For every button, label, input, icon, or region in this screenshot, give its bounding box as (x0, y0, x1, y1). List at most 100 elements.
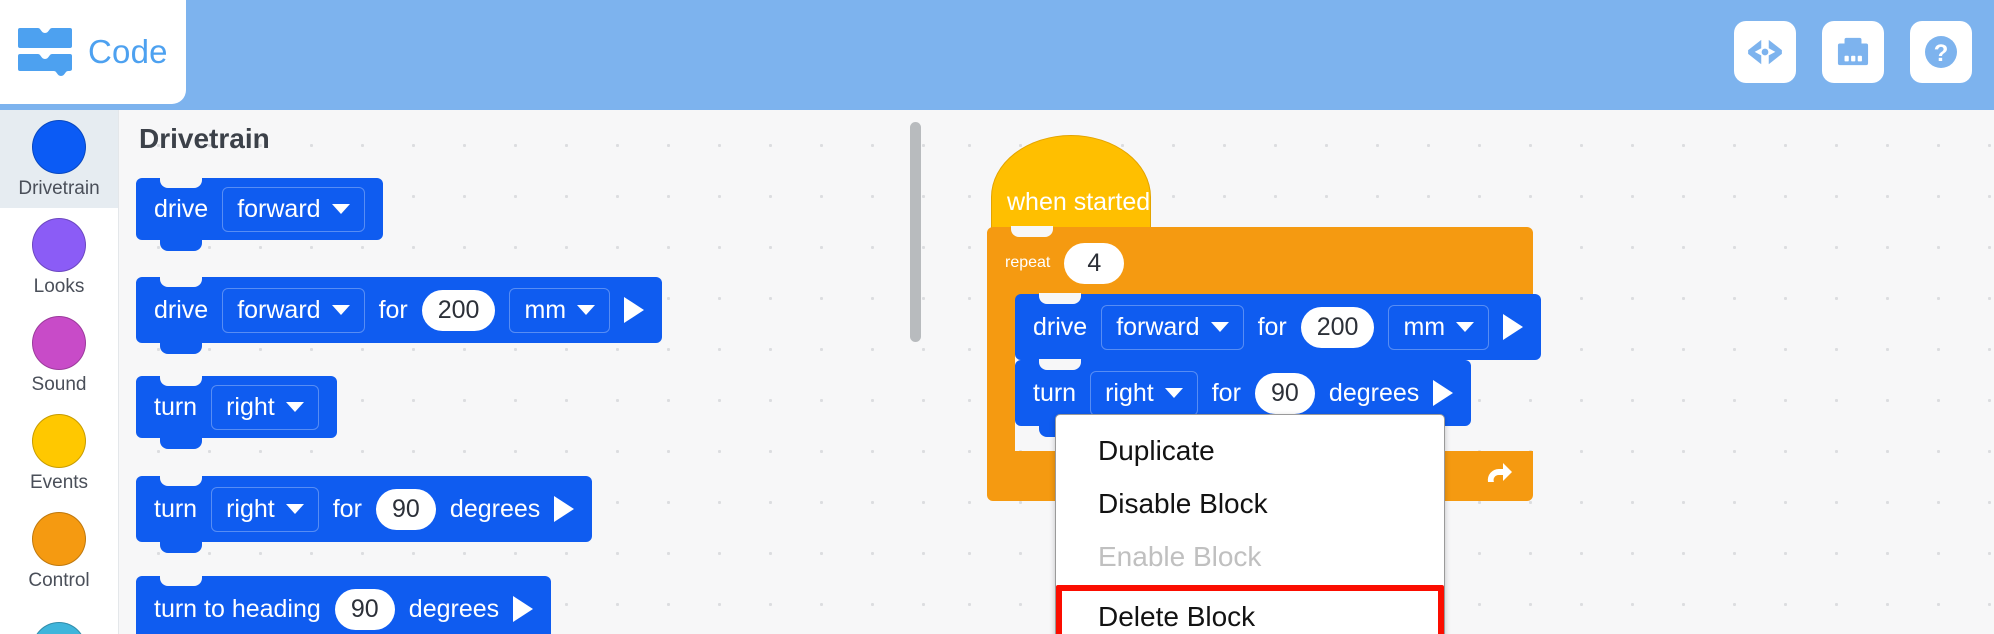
header-actions: ? (1734, 21, 1972, 83)
sidebar-item-label: Events (29, 472, 89, 493)
block-context-menu: Duplicate Disable Block Enable Block Del… (1055, 414, 1445, 634)
chevron-down-icon (331, 204, 350, 214)
units-dropdown[interactable]: mm (509, 287, 611, 333)
when-started-block[interactable]: when started (991, 135, 1151, 233)
context-menu-item-enable-block: Enable Block (1098, 541, 1262, 573)
events-color-dot (32, 414, 86, 468)
play-icon[interactable] (513, 596, 534, 622)
loop-arrow-icon (1481, 461, 1513, 491)
repeat-count-input[interactable]: 4 (1064, 242, 1125, 284)
chevron-down-icon (1210, 322, 1229, 332)
dropdown-value: forward (1116, 312, 1200, 341)
block-notch-top (160, 475, 202, 486)
block-notch-bottom (160, 343, 202, 354)
dropdown-value: forward (237, 194, 321, 223)
block-label-for: for (332, 494, 362, 523)
sidebar-item-control[interactable]: Control (0, 502, 118, 600)
app-header: Code (0, 0, 1994, 110)
sidebar-item-events[interactable]: Events (0, 404, 118, 502)
block-notch-top (1039, 359, 1081, 370)
play-icon[interactable] (1433, 380, 1454, 406)
direction-dropdown[interactable]: forward (222, 287, 365, 333)
sidebar-item-sensing[interactable] (0, 600, 118, 634)
chevron-down-icon (285, 402, 304, 412)
control-color-dot (32, 512, 86, 566)
sidebar-item-label: Drivetrain (18, 178, 100, 199)
block-notch-top (160, 375, 202, 386)
code-logo-tab[interactable]: Code (0, 0, 186, 104)
block-label: turn (1033, 378, 1077, 407)
block-notch-top (1011, 226, 1053, 237)
help-button[interactable]: ? (1910, 21, 1972, 83)
distance-input[interactable]: 200 (1300, 306, 1375, 348)
palette-turn-for-block[interactable]: turn right for 90 degrees (136, 475, 593, 553)
repeat-label: repeat (1005, 254, 1051, 271)
palette-scrollbar[interactable] (910, 122, 921, 342)
palette-drive-for-block[interactable]: drive forward for 200 mm (136, 276, 663, 354)
distance-input[interactable]: 200 (421, 289, 496, 331)
heading-input[interactable]: 90 (334, 588, 395, 630)
workspace-drive-for-block[interactable]: drive forward for 200 mm (1015, 293, 1542, 371)
block-label-degrees: degrees (449, 494, 541, 523)
palette-title: Drivetrain (139, 123, 270, 154)
sidebar-item-label: Looks (33, 276, 85, 297)
code-brackets-icon (1746, 37, 1784, 67)
looks-color-dot (32, 218, 86, 272)
block-notch-bottom (160, 240, 202, 251)
sensing-color-dot (32, 622, 86, 634)
block-label-for: for (378, 295, 408, 324)
question-mark-icon: ? (1923, 34, 1959, 70)
block-label: drive (154, 194, 209, 223)
angle-input[interactable]: 90 (1254, 372, 1315, 414)
code-blocks-logo-icon (16, 24, 78, 80)
units-dropdown[interactable]: mm (1388, 304, 1490, 350)
play-icon[interactable] (554, 496, 575, 522)
block-palette: Drivetrain drive forward drive forward (119, 110, 930, 634)
block-label-degrees: degrees (1328, 378, 1420, 407)
direction-dropdown[interactable]: right (211, 384, 319, 430)
play-icon[interactable] (624, 297, 645, 323)
block-label: turn (154, 494, 198, 523)
block-label: drive (154, 295, 209, 324)
play-icon[interactable] (1503, 314, 1524, 340)
view-code-button[interactable] (1734, 21, 1796, 83)
dropdown-value: right (226, 494, 275, 523)
angle-input[interactable]: 90 (375, 488, 436, 530)
direction-dropdown[interactable]: forward (222, 186, 365, 232)
block-notch-top (1039, 293, 1081, 304)
repeat-block-mouth (987, 299, 1533, 451)
block-notch-bottom (160, 438, 202, 449)
block-label: turn to heading (154, 594, 321, 623)
sidebar-item-sound[interactable]: Sound (0, 306, 118, 404)
chevron-down-icon (1164, 388, 1183, 398)
direction-dropdown[interactable]: right (211, 486, 319, 532)
robot-brain-icon (1835, 36, 1871, 68)
block-notch-top (160, 276, 202, 287)
logo-text: Code (88, 33, 168, 70)
direction-dropdown[interactable]: right (1090, 370, 1198, 416)
block-notch-top (160, 575, 202, 586)
chevron-down-icon (1456, 322, 1475, 332)
sound-color-dot (32, 316, 86, 370)
direction-dropdown[interactable]: forward (1101, 304, 1244, 350)
block-label-for: for (1257, 312, 1287, 341)
palette-turn-to-heading-block[interactable]: turn to heading 90 degrees (136, 575, 552, 634)
block-label: drive (1033, 312, 1088, 341)
palette-turn-block[interactable]: turn right (136, 375, 337, 449)
context-menu-item-disable-block[interactable]: Disable Block (1098, 488, 1268, 520)
hat-block-body (991, 135, 1151, 233)
palette-drive-block[interactable]: drive forward (136, 177, 383, 251)
block-label: turn (154, 392, 198, 421)
repeat-left-spine (987, 299, 1015, 451)
robot-config-button[interactable] (1822, 21, 1884, 83)
context-menu-item-duplicate[interactable]: Duplicate (1098, 435, 1215, 466)
repeat-block-header: repeat 4 (987, 226, 1533, 299)
sidebar-item-drivetrain[interactable]: Drivetrain (0, 110, 118, 208)
context-menu-item-delete-block[interactable]: Delete Block (1056, 585, 1444, 634)
block-notch-bottom (1011, 501, 1053, 512)
block-notch-bottom (160, 542, 202, 553)
dropdown-value: mm (524, 295, 567, 324)
sidebar-item-looks[interactable]: Looks (0, 208, 118, 306)
hat-block-label: when started (1007, 188, 1151, 216)
